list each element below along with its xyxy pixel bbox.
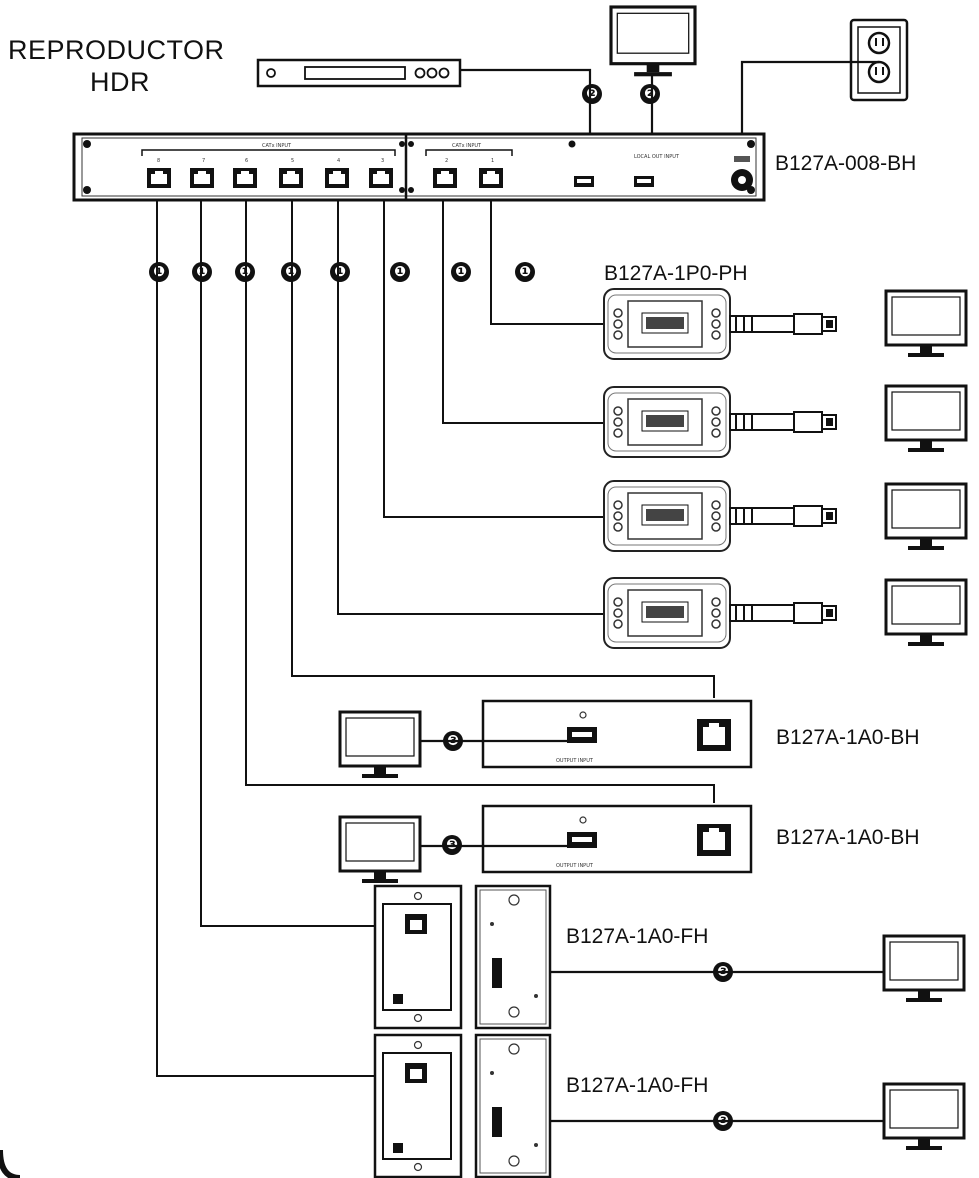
ph-receiver-2 bbox=[603, 386, 837, 458]
matrix-group-a-label: CATx INPUT bbox=[262, 143, 292, 149]
monitor bbox=[884, 482, 968, 552]
cat-cable-badge: ❶ bbox=[330, 262, 350, 282]
matrix-device: CATx INPUT CATx INPUT LOCAL OUT INPUT 8 … bbox=[72, 132, 766, 202]
monitor bbox=[882, 934, 966, 1004]
matrix-port-3 bbox=[369, 168, 393, 188]
hdr-player-device bbox=[256, 58, 462, 88]
matrix-port-8 bbox=[147, 168, 171, 188]
hdr-player-label: REPRODUCTOR HDR bbox=[8, 34, 225, 98]
port-number: 8 bbox=[157, 158, 160, 164]
ph-receiver-4 bbox=[603, 577, 837, 649]
matrix-group-b-label: CATx INPUT bbox=[452, 143, 482, 149]
wall-plate-1-model-label: B127A-1A0-FH bbox=[566, 925, 709, 948]
hdr-player-label-line1: REPRODUCTOR bbox=[8, 35, 225, 65]
port-number: 5 bbox=[291, 158, 294, 164]
matrix-port-7 bbox=[190, 168, 214, 188]
port-number: 7 bbox=[202, 158, 205, 164]
matrix-hdmi-local-out bbox=[634, 176, 654, 187]
hdmi-local-out-badge: ❷ bbox=[640, 84, 660, 104]
port-number: 2 bbox=[445, 158, 448, 164]
cat-cable-badge: ❶ bbox=[451, 262, 471, 282]
matrix-local-out-label: LOCAL OUT INPUT bbox=[634, 154, 680, 160]
wall-plate-2-back bbox=[474, 1033, 552, 1178]
wall-plate-2-front bbox=[373, 1033, 463, 1178]
port-number: 1 bbox=[491, 158, 494, 164]
wall-plate-1-back bbox=[474, 884, 552, 1030]
cat-cable-badge: ❶ bbox=[149, 262, 169, 282]
matrix-port-5 bbox=[279, 168, 303, 188]
port-number: 3 bbox=[381, 158, 384, 164]
matrix-model-label: B127A-008-BH bbox=[775, 152, 917, 175]
box-receiver-1-port-label: OUTPUT INPUT bbox=[556, 758, 594, 764]
monitor bbox=[338, 710, 422, 780]
hdr-player-label-line2: HDR bbox=[90, 67, 150, 97]
matrix-port-4 bbox=[325, 168, 349, 188]
monitor bbox=[882, 1082, 966, 1152]
box-receiver-2-model-label: B127A-1A0-BH bbox=[776, 826, 920, 849]
local-monitor bbox=[609, 5, 697, 78]
port-number: 4 bbox=[337, 158, 340, 164]
port-number: 6 bbox=[245, 158, 248, 164]
ph-receiver-model-label: B127A-1P0-PH bbox=[604, 262, 748, 285]
box-receiver-2-port-label: OUTPUT INPUT bbox=[556, 863, 594, 869]
cat-cable-badge: ❶ bbox=[515, 262, 535, 282]
matrix-hdmi-in bbox=[574, 176, 594, 187]
matrix-port-1 bbox=[479, 168, 503, 188]
monitor bbox=[884, 578, 968, 648]
box-receiver-1-model-label: B127A-1A0-BH bbox=[776, 726, 920, 749]
box-receiver-2 bbox=[481, 804, 753, 874]
monitor bbox=[884, 384, 968, 454]
ph-receiver-3 bbox=[603, 480, 837, 552]
cat-cable-badge: ❶ bbox=[390, 262, 410, 282]
wall-plate-2-model-label: B127A-1A0-FH bbox=[566, 1074, 709, 1097]
hdmi-source-badge: ❷ bbox=[582, 84, 602, 104]
matrix-port-2 bbox=[433, 168, 457, 188]
monitor bbox=[338, 815, 422, 885]
wall-plate-1-front bbox=[373, 884, 463, 1030]
ph-receiver-1 bbox=[603, 288, 837, 360]
monitor bbox=[884, 289, 968, 359]
matrix-port-6 bbox=[233, 168, 257, 188]
power-outlet bbox=[849, 18, 909, 102]
box-receiver-1 bbox=[481, 699, 753, 769]
